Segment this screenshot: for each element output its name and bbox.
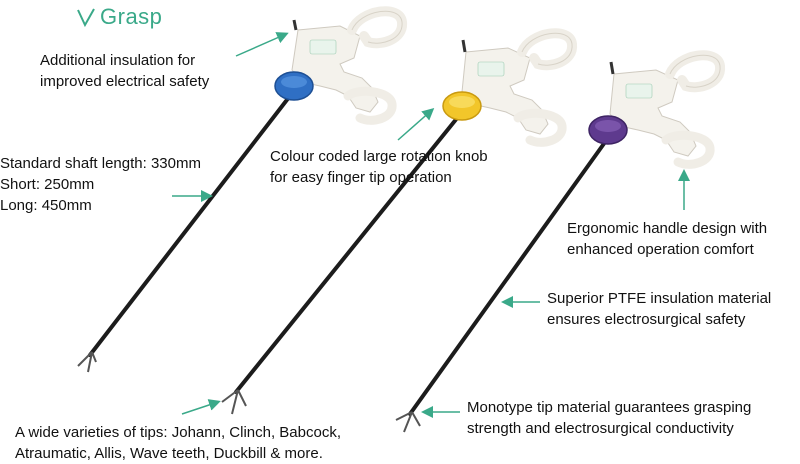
callout-tips-line-2: Atraumatic, Allis, Wave teeth, Duckbill …	[15, 445, 323, 462]
callout-ptfe-line-1: Superior PTFE insulation material	[547, 290, 772, 307]
arrow-knob	[397, 108, 435, 141]
callout-rotation-knob: Colour coded large rotation knob for eas…	[270, 146, 488, 188]
callout-shaft-line-2: Short: 250mm	[0, 176, 95, 193]
arrow-insulation	[235, 32, 289, 57]
callout-arrows	[172, 32, 690, 418]
callout-ptfe-line-2: ensures electrosurgical safety	[547, 311, 746, 328]
callout-insulation: Additional insulation for improved elect…	[40, 50, 209, 92]
callout-handle: Ergonomic handle design with enhanced op…	[567, 218, 767, 260]
callout-handle-line-1: Ergonomic handle design with	[567, 220, 768, 237]
callout-shaft-length: Standard shaft length: 330mm Short: 250m…	[0, 153, 201, 216]
tip-blue	[77, 351, 97, 373]
instrument-blue	[77, 6, 407, 373]
callout-tips-line-1: A wide varieties of tips: Johann, Clinch…	[15, 424, 342, 441]
callout-tips: A wide varieties of tips: Johann, Clinch…	[15, 422, 341, 464]
shaft-purple	[408, 136, 610, 416]
logo-tag-purple	[625, 83, 653, 99]
callout-handle-line-2: enhanced operation comfort	[567, 241, 754, 258]
shaft-blue	[88, 90, 295, 357]
arrow-tips	[181, 399, 221, 415]
instrument-purple	[395, 50, 725, 433]
callout-monotype: Monotype tip material guarantees graspin…	[467, 397, 751, 439]
tip-yellow	[221, 389, 247, 415]
check-mark-icon	[77, 8, 95, 28]
callout-shaft-line-3: Long: 450mm	[0, 197, 92, 214]
shaft-yellow	[234, 110, 464, 394]
callout-insulation-line-1: Additional insulation for	[40, 52, 196, 69]
callout-knob-line-1: Colour coded large rotation knob	[270, 148, 488, 165]
callout-shaft-line-1: Standard shaft length: 330mm	[0, 155, 201, 172]
handle-ring2-purple	[661, 130, 715, 169]
logo-tag-yellow	[477, 61, 505, 77]
brand-logo: Grasp	[76, 4, 162, 30]
callout-mono-line-2: strength and electrosurgical conductivit…	[467, 420, 734, 437]
callout-insulation-line-2: improved electrical safety	[40, 73, 210, 90]
handle-ring2-blue	[343, 86, 397, 125]
logo-tag-blue	[309, 39, 337, 55]
tip-purple	[395, 411, 421, 433]
instrument-yellow	[221, 28, 577, 415]
brand-name: Grasp	[100, 4, 163, 29]
callout-mono-line-1: Monotype tip material guarantees graspin…	[467, 399, 752, 416]
callout-ptfe: Superior PTFE insulation material ensure…	[547, 288, 771, 330]
callout-knob-line-2: for easy finger tip operation	[270, 169, 452, 186]
handle-ring2-yellow	[513, 108, 567, 147]
